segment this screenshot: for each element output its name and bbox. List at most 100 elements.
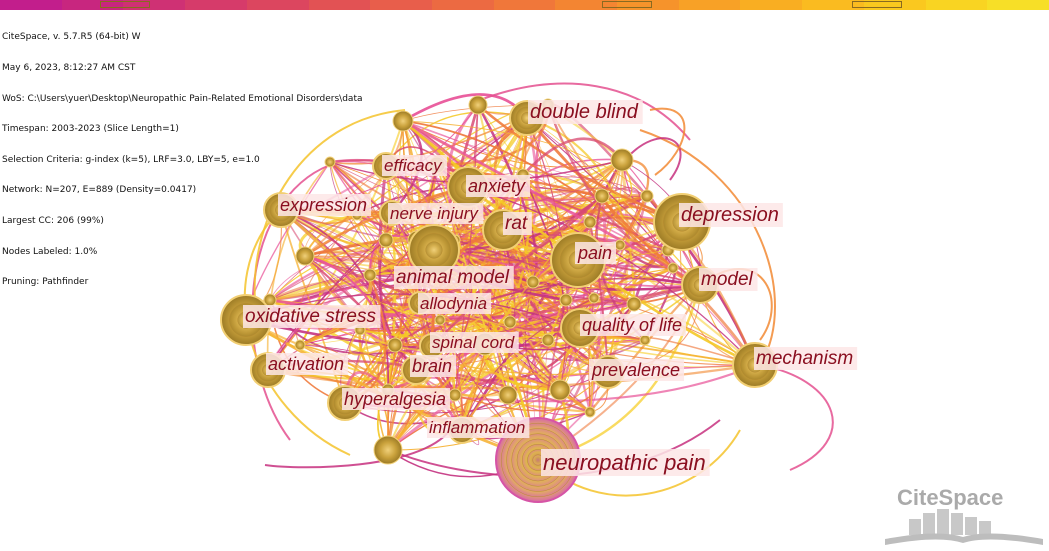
network-edge-arc — [639, 129, 776, 366]
keyword-label-background — [427, 417, 530, 438]
keyword-node-minor[interactable] — [541, 333, 555, 347]
keyword-label-background — [503, 212, 532, 235]
keyword-label-animal-model[interactable]: animal model — [396, 267, 510, 288]
keyword-node-minor[interactable] — [392, 110, 414, 132]
keyword-node-minor[interactable] — [324, 156, 336, 168]
timeline-segment — [370, 0, 432, 10]
timeline-segment — [555, 0, 618, 10]
keyword-node-minor[interactable] — [584, 406, 596, 418]
keyword-label-background — [243, 305, 381, 328]
keyword-node-minor[interactable] — [295, 246, 315, 266]
timeline-segment — [61, 0, 124, 10]
keyword-node-minor[interactable] — [387, 337, 403, 353]
citespace-logo: CiteSpace — [885, 485, 1043, 545]
keyword-label-background — [575, 242, 617, 264]
keyword-node-minor[interactable] — [614, 239, 626, 251]
keyword-label-background — [388, 203, 484, 224]
keyword-label-allodynia[interactable]: allodynia — [420, 294, 487, 313]
timeline-segment — [802, 0, 864, 10]
keyword-node-minor[interactable] — [498, 385, 518, 405]
keyword-node-minor[interactable] — [667, 262, 679, 274]
info-line-labeled: Nodes Labeled: 1.0% — [2, 246, 98, 257]
info-line-source: WoS: C:\Users\yuer\Desktop\Neuropathic P… — [2, 93, 363, 104]
keyword-node-minor[interactable] — [363, 268, 377, 282]
keyword-label-nerve-injury[interactable]: nerve injury — [390, 204, 479, 223]
keyword-label-background — [699, 268, 758, 291]
keyword-label-inflammation[interactable]: inflammation — [429, 418, 525, 437]
keyword-node-ring — [425, 241, 443, 259]
network-edge — [593, 267, 674, 301]
info-line-largest-cc: Largest CC: 206 (99%) — [2, 216, 104, 227]
timeline-segment — [185, 0, 247, 10]
network-edge — [304, 255, 396, 346]
keyword-label-depression[interactable]: depression — [681, 204, 779, 226]
network-edge — [477, 104, 635, 305]
keyword-label-background — [754, 347, 858, 370]
keyword-label-background — [278, 194, 372, 216]
keyword-label-background — [528, 100, 643, 124]
keyword-node-minor[interactable] — [639, 334, 651, 346]
keyword-label-efficacy[interactable]: efficacy — [384, 156, 443, 175]
keyword-label-oxidative-stress[interactable]: oxidative stress — [245, 306, 376, 327]
keyword-node-minor[interactable] — [294, 339, 306, 351]
timeline-segment — [617, 0, 679, 10]
keyword-node-minor[interactable] — [448, 388, 462, 402]
keyword-label-background — [466, 175, 531, 197]
keyword-label-pain[interactable]: pain — [577, 243, 612, 263]
timeline-segment — [0, 0, 62, 10]
timeline-slice-marker — [100, 1, 150, 8]
timeline-segment — [308, 0, 371, 10]
keyword-node-minor[interactable] — [503, 315, 517, 329]
keyword-node-minor[interactable] — [640, 189, 654, 203]
keyword-label-background — [394, 266, 514, 289]
keyword-label-mechanism[interactable]: mechanism — [756, 348, 853, 369]
info-line-version: CiteSpace, v. 5.7.R5 (64-bit) W — [2, 32, 141, 43]
network-edge-arc — [264, 429, 451, 469]
keyword-node-minor[interactable] — [594, 188, 610, 204]
keyword-label-rat[interactable]: rat — [505, 213, 528, 234]
info-line-selection: Selection Criteria: g-index (k=5), LRF=3… — [2, 154, 260, 165]
keyword-label-background — [580, 314, 687, 336]
network-edge — [454, 239, 595, 299]
keyword-label-spinal-cord[interactable]: spinal cord — [432, 333, 515, 352]
keyword-node-minor[interactable] — [583, 215, 597, 229]
info-line-date: May 6, 2023, 8:12:27 AM CST — [2, 63, 136, 74]
keyword-node-minor[interactable] — [468, 95, 488, 115]
network-edge — [454, 104, 479, 396]
keyword-node-minor[interactable] — [559, 293, 573, 307]
network-edge-arc — [624, 137, 682, 181]
keyword-node-minor[interactable] — [610, 148, 634, 172]
keyword-label-expression[interactable]: expression — [280, 195, 367, 215]
keyword-node-minor[interactable] — [378, 232, 394, 248]
timeline-segment — [863, 0, 926, 10]
keyword-label-prevalence[interactable]: prevalence — [591, 360, 680, 380]
keyword-label-background — [679, 203, 783, 227]
keyword-label-anxiety[interactable]: anxiety — [468, 176, 526, 196]
network-edge-arc — [759, 364, 834, 471]
network-edge — [402, 119, 701, 287]
network-edge — [348, 329, 396, 356]
keyword-node-minor[interactable] — [373, 435, 403, 465]
keyword-node-minor[interactable] — [626, 296, 642, 312]
keyword-label-double-blind[interactable]: double blind — [530, 101, 639, 123]
keyword-node-minor[interactable] — [434, 314, 446, 326]
network-edge — [520, 117, 534, 283]
timeline-slice-marker — [602, 1, 652, 8]
keyword-label-model[interactable]: model — [701, 269, 754, 290]
keyword-node-minor[interactable] — [588, 292, 600, 304]
keyword-node-minor[interactable] — [549, 379, 571, 401]
keyword-label-activation[interactable]: activation — [268, 354, 344, 374]
timeline-color-bar — [0, 0, 1049, 10]
keyword-label-brain[interactable]: brain — [412, 356, 452, 376]
keyword-label-background — [410, 355, 457, 377]
network-edge — [454, 195, 603, 396]
keyword-label-hyperalgesia[interactable]: hyperalgesia — [344, 389, 446, 409]
network-edge — [280, 209, 561, 391]
keyword-node-minor[interactable] — [526, 275, 540, 289]
label-layer: neuropathic pain depression oxidative stre… — [243, 100, 858, 476]
keyword-label-quality-of-life[interactable]: quality of life — [582, 315, 682, 335]
timeline-segment — [431, 0, 494, 10]
network-edge — [402, 120, 648, 197]
keyword-label-neuropathic-pain[interactable]: neuropathic pain — [543, 450, 706, 475]
